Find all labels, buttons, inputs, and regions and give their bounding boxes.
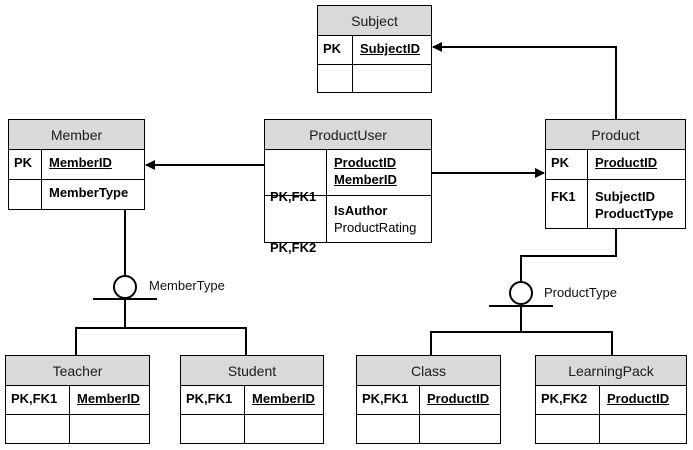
attribute-pk: MemberID [49,155,112,170]
key-label: PK,FK1 [270,189,317,204]
attribute-pk: ProductID [607,391,670,406]
key-label: PK [546,150,588,179]
entity-title: Subject [318,6,431,36]
entity-title: Teacher [6,356,149,386]
entity-title: Student [181,356,323,386]
attribute-pk: ProductID [334,155,397,170]
key-label: PK,FK1 [181,386,245,414]
product-discriminator-label: ProductType [544,285,617,300]
key-label: PK [9,150,42,179]
entity-learningpack[interactable]: LearningPack PK,FK2 ProductID [535,355,687,444]
key-label: FK1 [546,180,588,228]
key-label: PK,FK2 [536,386,600,414]
attribute-pk: MemberID [77,391,140,406]
attribute: IsAuthor [334,203,388,218]
key-label: PK [318,36,353,64]
entity-productuser[interactable]: ProductUser PK,FK1 PK,FK2 ProductID Memb… [264,119,432,255]
attribute-pk: ProductID [427,391,490,406]
entity-title: LearningPack [536,356,686,386]
member-subtype-branch [75,327,247,355]
attribute-pk: MemberID [334,172,397,187]
attribute-pk: ProductID [595,155,658,170]
key-label: PK,FK2 [270,240,317,255]
entity-title: Class [357,356,500,386]
attribute-pk: SubjectID [360,41,420,56]
entity-title: Member [9,120,144,150]
attribute: ProductRating [334,220,417,235]
member-discriminator-circle [113,275,137,299]
key-label: PK,FK1 [6,386,70,414]
attribute: SubjectID [595,189,655,204]
entity-product[interactable]: Product PK ProductID FK1 SubjectID Produ… [545,119,686,229]
product-subtype-branch [430,331,613,355]
entity-teacher[interactable]: Teacher PK,FK1 MemberID [5,355,150,444]
key-label: PK,FK1 [357,386,420,414]
attribute: ProductType [595,206,674,221]
entity-title: ProductUser [265,120,431,150]
entity-class[interactable]: Class PK,FK1 ProductID [356,355,501,444]
product-discriminator-circle [509,281,533,305]
entity-subject[interactable]: Subject PK SubjectID [317,5,432,93]
attribute-pk: MemberID [252,391,315,406]
entity-title: Product [546,120,685,150]
member-discriminator-label: MemberType [149,278,225,293]
product-subtype-line [520,229,617,282]
entity-student[interactable]: Student PK,FK1 MemberID [180,355,324,444]
entity-member[interactable]: Member PK MemberID MemberType [8,119,145,210]
attribute: MemberType [49,185,129,200]
product-to-subject-line [432,42,617,119]
